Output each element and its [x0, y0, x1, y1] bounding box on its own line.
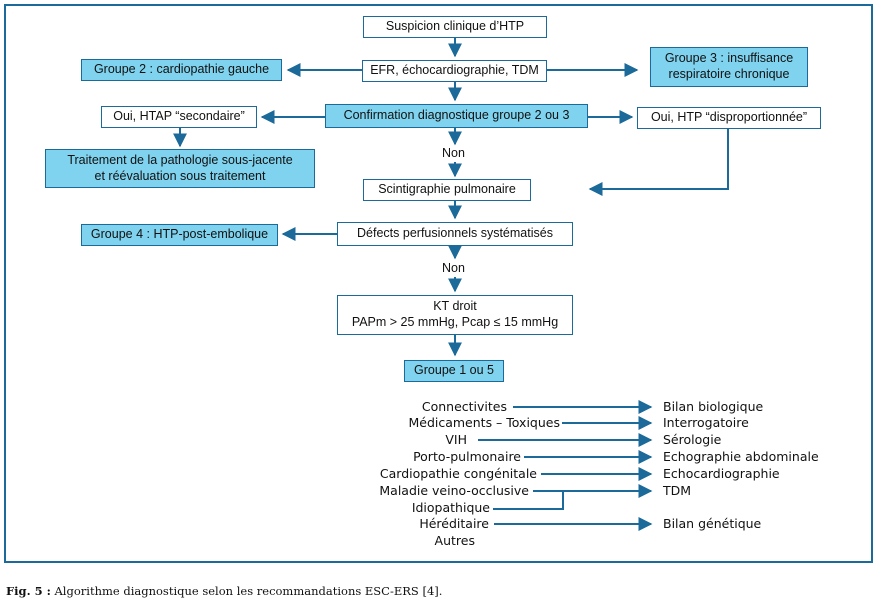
groupe4-box: Groupe 4 : HTP-post-embolique	[81, 224, 278, 246]
exam-echocardiographie: Echocardiographie	[663, 466, 780, 481]
htap-secondaire-box: Oui, HTAP “secondaire”	[101, 106, 257, 128]
non-label-2: Non	[442, 261, 465, 275]
exam-serologie: Sérologie	[663, 432, 722, 447]
suspicion-box: Suspicion clinique d’HTP	[363, 16, 547, 38]
kt-box: KT droit PAPm > 25 mmHg, Pcap ≤ 15 mmHg	[337, 295, 573, 335]
traitement-box: Traitement de la pathologie sous-jacente…	[45, 149, 315, 188]
exam-echographie-abdominale: Echographie abdominale	[663, 449, 819, 464]
caption-text: Algorithme diagnostique selon les recomm…	[50, 584, 443, 598]
cause-connectivites: Connectivites	[421, 399, 507, 414]
cause-cardiopathie: Cardiopathie congénitale	[379, 466, 537, 481]
groupe3-line1: Groupe 3 : insuffisance	[664, 51, 794, 66]
figure-frame	[4, 4, 873, 563]
groupe2-box: Groupe 2 : cardiopathie gauche	[81, 59, 282, 81]
arrow-idiopathique-bracket	[493, 491, 564, 510]
arrow-disproportionnee-to-scintigraphie	[588, 128, 729, 196]
cause-medicaments: Médicaments – Toxiques	[408, 415, 560, 430]
kt-line2: PAPm > 25 mmHg, Pcap ≤ 15 mmHg	[351, 315, 559, 329]
figure-caption: Fig. 5 : Algorithme diagnostique selon l…	[6, 584, 442, 598]
cause-autres: Autres	[434, 533, 475, 548]
exam-bilan-genetique: Bilan génétique	[663, 516, 762, 531]
cause-hereditaire: Héréditaire	[419, 516, 489, 531]
exam-bilan-biologique: Bilan biologique	[663, 399, 764, 414]
cause-maladie: Maladie veino-occlusive	[379, 483, 529, 498]
scintigraphie-box: Scintigraphie pulmonaire	[363, 179, 531, 201]
cause-vih: VIH	[445, 432, 467, 447]
tests-box: EFR, échocardiographie, TDM	[362, 60, 547, 82]
htp-disproportionnee-box: Oui, HTP “disproportionnée”	[637, 107, 821, 129]
non-label-1: Non	[442, 146, 465, 160]
traitement-line1: Traitement de la pathologie sous-jacente	[67, 152, 293, 167]
cause-porto: Porto-pulmonaire	[413, 449, 521, 464]
kt-line1: KT droit	[433, 299, 477, 314]
exam-interrogatoire: Interrogatoire	[663, 415, 749, 430]
defects-box: Défects perfusionnels systématisés	[337, 222, 573, 246]
groupe3-line2: respiratoire chronique	[668, 67, 790, 81]
caption-label: Fig. 5 :	[6, 584, 51, 598]
cause-idiopathique: Idiopathique	[411, 500, 490, 515]
groupe3-box: Groupe 3 : insuffisance respiratoire chr…	[650, 47, 808, 87]
traitement-line2: et réévaluation sous traitement	[94, 168, 266, 183]
exam-tdm: TDM	[663, 483, 692, 498]
groupe15-box: Groupe 1 ou 5	[404, 360, 504, 382]
confirmation-box: Confirmation diagnostique groupe 2 ou 3	[325, 104, 588, 128]
